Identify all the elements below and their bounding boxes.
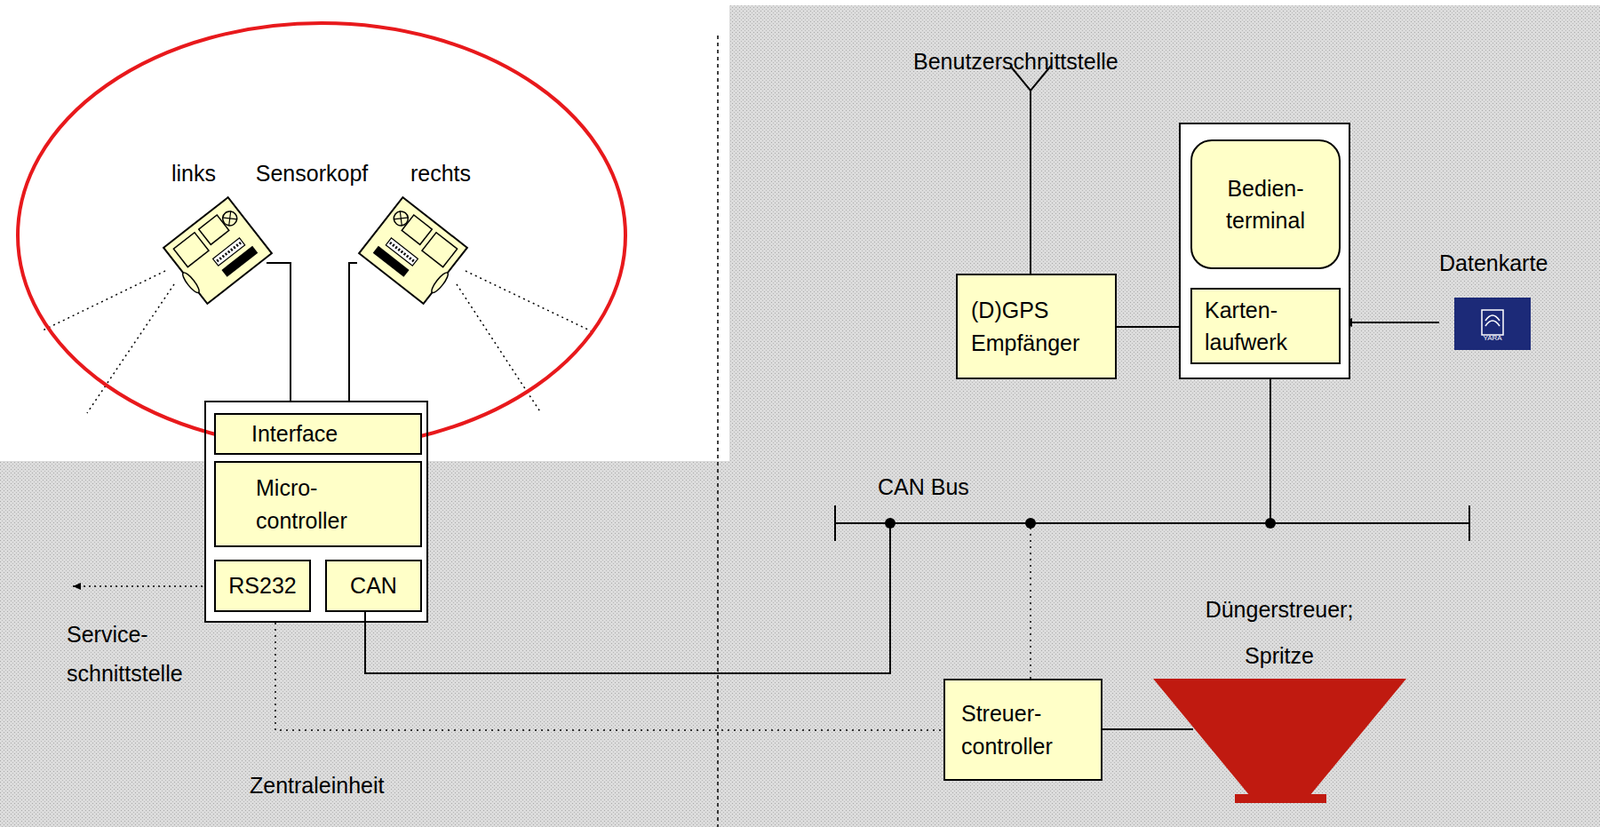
part-label: Sensorkopf: [255, 159, 368, 187]
port-box: CAN: [325, 559, 422, 613]
central-unit-box: InterfaceMicro- controllerRS232 CAN: [204, 400, 429, 623]
side-label: links: [171, 159, 216, 187]
port-label: Service- schnittstelle: [66, 614, 209, 693]
dotted-connector: [275, 622, 944, 731]
terminal-housing: Bedien- terminalKarten- laufwerk: [1178, 122, 1351, 380]
sensor-wire: [349, 262, 358, 401]
controller-box: Streuer- controller: [943, 678, 1103, 781]
central-box-fill: [204, 400, 429, 623]
connector-line: [365, 379, 1271, 674]
gps-box: (D)GPS Empfänger: [955, 273, 1117, 380]
node-text: Bedien- terminal: [1212, 172, 1320, 238]
logo-text: YARA: [1482, 334, 1502, 343]
service-arrow: [72, 585, 203, 588]
terminal-screen: Bedien- terminal: [1190, 139, 1341, 270]
connector-line: [1340, 321, 1440, 324]
dotted-connector: [1030, 379, 1271, 679]
divider-line: [716, 35, 719, 827]
sensor-head: [358, 197, 470, 306]
interface-box: Interface: [214, 413, 422, 455]
node-text: Düngerstreuer; Spritze: [1190, 586, 1369, 679]
sensor-beam: [40, 270, 592, 414]
node-text: Karten- laufwerk: [1204, 294, 1316, 359]
highlight-ellipse: [17, 23, 626, 448]
port-box: RS232: [214, 559, 311, 613]
region-label: Benutzerschnittstelle: [913, 47, 1119, 75]
node-text: Streuer- controller: [961, 697, 1091, 763]
node-text: Datenkarte: [1439, 244, 1546, 277]
antenna-symbol: [1010, 65, 1051, 274]
node-text: Interface: [251, 417, 338, 450]
sensor-head: [160, 197, 272, 306]
sensor-wire: [266, 262, 291, 401]
bus-end-tick: [1468, 505, 1471, 542]
controller-box: Micro- controller: [214, 461, 422, 548]
region-label: Zentraleinheit: [249, 772, 384, 799]
node-text: Micro- controller: [255, 471, 381, 537]
side-label: rechts: [410, 159, 471, 187]
user-region: [729, 5, 1600, 827]
connector-line: [1102, 728, 1194, 731]
node-text: (D)GPS Empfänger: [971, 294, 1105, 359]
node-text: CAN: [350, 569, 398, 602]
bus-end-tick: [834, 505, 836, 542]
node-text: RS232: [228, 569, 296, 602]
spreader-hopper: Düngerstreuer; Spritze: [1146, 586, 1413, 809]
bus-label: CAN Bus: [877, 473, 970, 501]
card-drive-box: Karten- laufwerk: [1190, 287, 1341, 365]
